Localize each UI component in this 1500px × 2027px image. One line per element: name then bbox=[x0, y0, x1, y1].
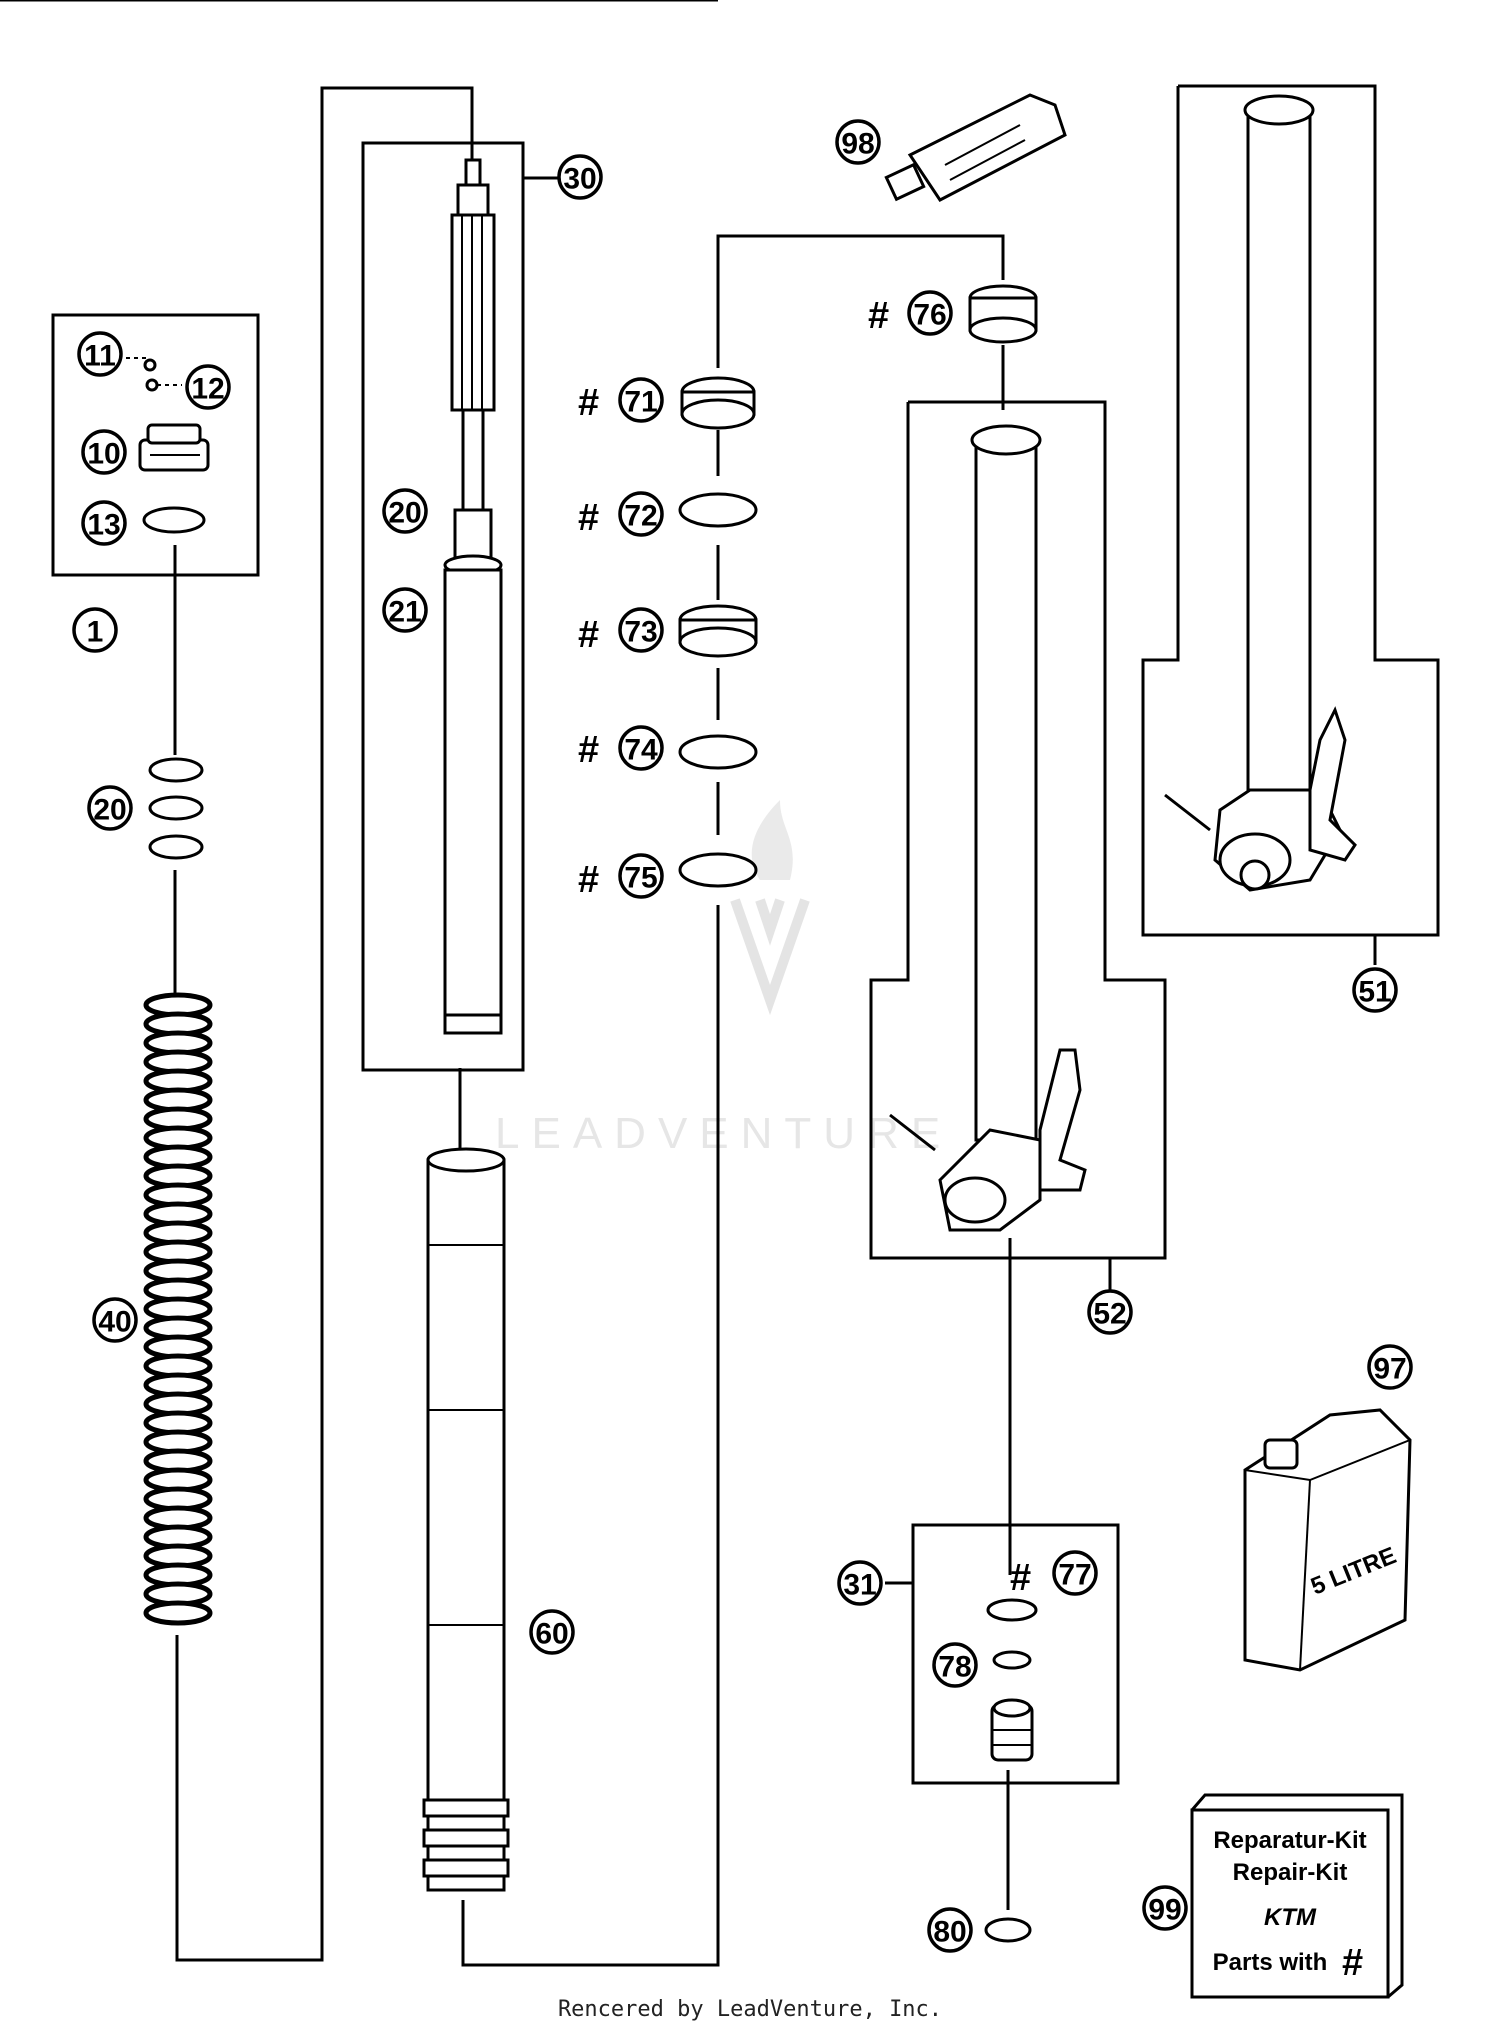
callout-80: 80 bbox=[927, 1907, 973, 1953]
callout-60: 60 bbox=[529, 1609, 575, 1655]
hash-71: # bbox=[578, 382, 599, 424]
svg-text:74: 74 bbox=[624, 734, 658, 767]
hash-75: # bbox=[578, 859, 599, 901]
repair-kit-line3: Parts with bbox=[1213, 1949, 1328, 1976]
outer-tube-52 bbox=[889, 424, 1087, 1232]
footer-credit: Rencered by LeadVenture, Inc. bbox=[558, 1997, 942, 2022]
callout-20-washers: 20 bbox=[87, 785, 133, 831]
callout-40: 40 bbox=[92, 1297, 138, 1343]
seal-stack bbox=[678, 376, 758, 888]
svg-text:99: 99 bbox=[1148, 1894, 1181, 1927]
svg-text:10: 10 bbox=[87, 438, 120, 471]
repair-kit-brand-logo: KTM bbox=[1264, 1904, 1317, 1931]
callout-72: 72 bbox=[618, 491, 664, 537]
hash-77: # bbox=[1010, 1557, 1031, 1599]
svg-text:51: 51 bbox=[1358, 976, 1391, 1009]
callout-71: 71 bbox=[618, 377, 664, 423]
valve-kit-box bbox=[911, 1523, 1120, 1785]
bushing-76 bbox=[968, 284, 1038, 344]
svg-text:20: 20 bbox=[388, 497, 421, 530]
svg-text:13: 13 bbox=[87, 509, 120, 542]
svg-text:71: 71 bbox=[624, 386, 657, 419]
spring-coil bbox=[143, 1600, 213, 1626]
callout-77: 77 bbox=[1052, 1550, 1098, 1596]
svg-text:21: 21 bbox=[388, 596, 421, 629]
oil-can: 5 LITRE bbox=[1243, 1408, 1412, 1672]
callout-31: 31 bbox=[837, 1560, 883, 1606]
svg-text:80: 80 bbox=[933, 1916, 966, 1949]
fork-spring bbox=[143, 992, 213, 1626]
cartridge-kit-box bbox=[51, 313, 260, 577]
cartridge-parts bbox=[118, 357, 210, 534]
callout-30: 30 bbox=[557, 154, 603, 200]
callout-51: 51 bbox=[1352, 967, 1398, 1013]
svg-text:77: 77 bbox=[1058, 1559, 1091, 1592]
callout-12: 12 bbox=[185, 364, 231, 410]
callout-21: 21 bbox=[382, 587, 428, 633]
hash-72: # bbox=[578, 497, 599, 539]
callout-1: 1 bbox=[72, 607, 118, 653]
callout-98: 98 bbox=[835, 119, 881, 165]
svg-text:30: 30 bbox=[563, 163, 596, 196]
callout-52: 52 bbox=[1087, 1289, 1133, 1335]
grease-tube bbox=[884, 93, 1067, 202]
hash-73: # bbox=[578, 614, 599, 656]
callout-73: 73 bbox=[618, 607, 664, 653]
callout-78: 78 bbox=[932, 1642, 978, 1688]
svg-text:73: 73 bbox=[624, 616, 657, 649]
repair-kit-line2: Repair-Kit bbox=[1233, 1859, 1348, 1886]
svg-text:78: 78 bbox=[938, 1651, 971, 1684]
outer-tube-box-52 bbox=[869, 400, 1167, 1260]
svg-text:76: 76 bbox=[913, 299, 946, 332]
damper-rod bbox=[443, 158, 503, 1035]
callout-13: 13 bbox=[81, 500, 127, 546]
shim-washers bbox=[148, 757, 204, 860]
svg-text:31: 31 bbox=[843, 1569, 876, 1602]
outer-tube-box-51 bbox=[1141, 84, 1440, 937]
valve-parts bbox=[984, 1598, 1038, 1943]
hash-74: # bbox=[578, 729, 599, 771]
outer-tube-51 bbox=[1164, 94, 1357, 892]
repair-kit-hash: # bbox=[1342, 1942, 1363, 1984]
svg-text:75: 75 bbox=[624, 862, 657, 895]
svg-text:98: 98 bbox=[841, 128, 874, 161]
callout-99: 99 bbox=[1142, 1885, 1188, 1931]
svg-text:12: 12 bbox=[191, 373, 224, 406]
callout-97: 97 bbox=[1367, 1344, 1413, 1390]
connector-lines bbox=[0, 0, 1012, 1967]
callout-76: 76 bbox=[907, 290, 953, 336]
inner-fork-tube bbox=[422, 1147, 510, 1892]
svg-text:1: 1 bbox=[87, 616, 104, 649]
hash-76: # bbox=[868, 295, 889, 337]
repair-kit-line1: Reparatur-Kit bbox=[1213, 1827, 1366, 1854]
svg-text:72: 72 bbox=[624, 500, 657, 533]
svg-text:20: 20 bbox=[93, 794, 126, 827]
damper-rod-box bbox=[361, 141, 525, 1072]
svg-text:40: 40 bbox=[98, 1306, 131, 1339]
callout-11: 11 bbox=[77, 331, 123, 377]
callout-10: 10 bbox=[81, 429, 127, 475]
callout-74: 74 bbox=[618, 725, 664, 771]
watermark-text: LEADVENTURE bbox=[495, 1109, 952, 1158]
svg-text:52: 52 bbox=[1093, 1298, 1126, 1331]
repair-kit-box: Reparatur-Kit Repair-Kit KTM Parts with … bbox=[1190, 1793, 1404, 1999]
svg-text:11: 11 bbox=[84, 340, 116, 373]
callout-20-rod: 20 bbox=[382, 488, 428, 534]
svg-text:60: 60 bbox=[535, 1618, 568, 1651]
callout-75: 75 bbox=[618, 853, 664, 899]
svg-text:97: 97 bbox=[1373, 1353, 1406, 1386]
